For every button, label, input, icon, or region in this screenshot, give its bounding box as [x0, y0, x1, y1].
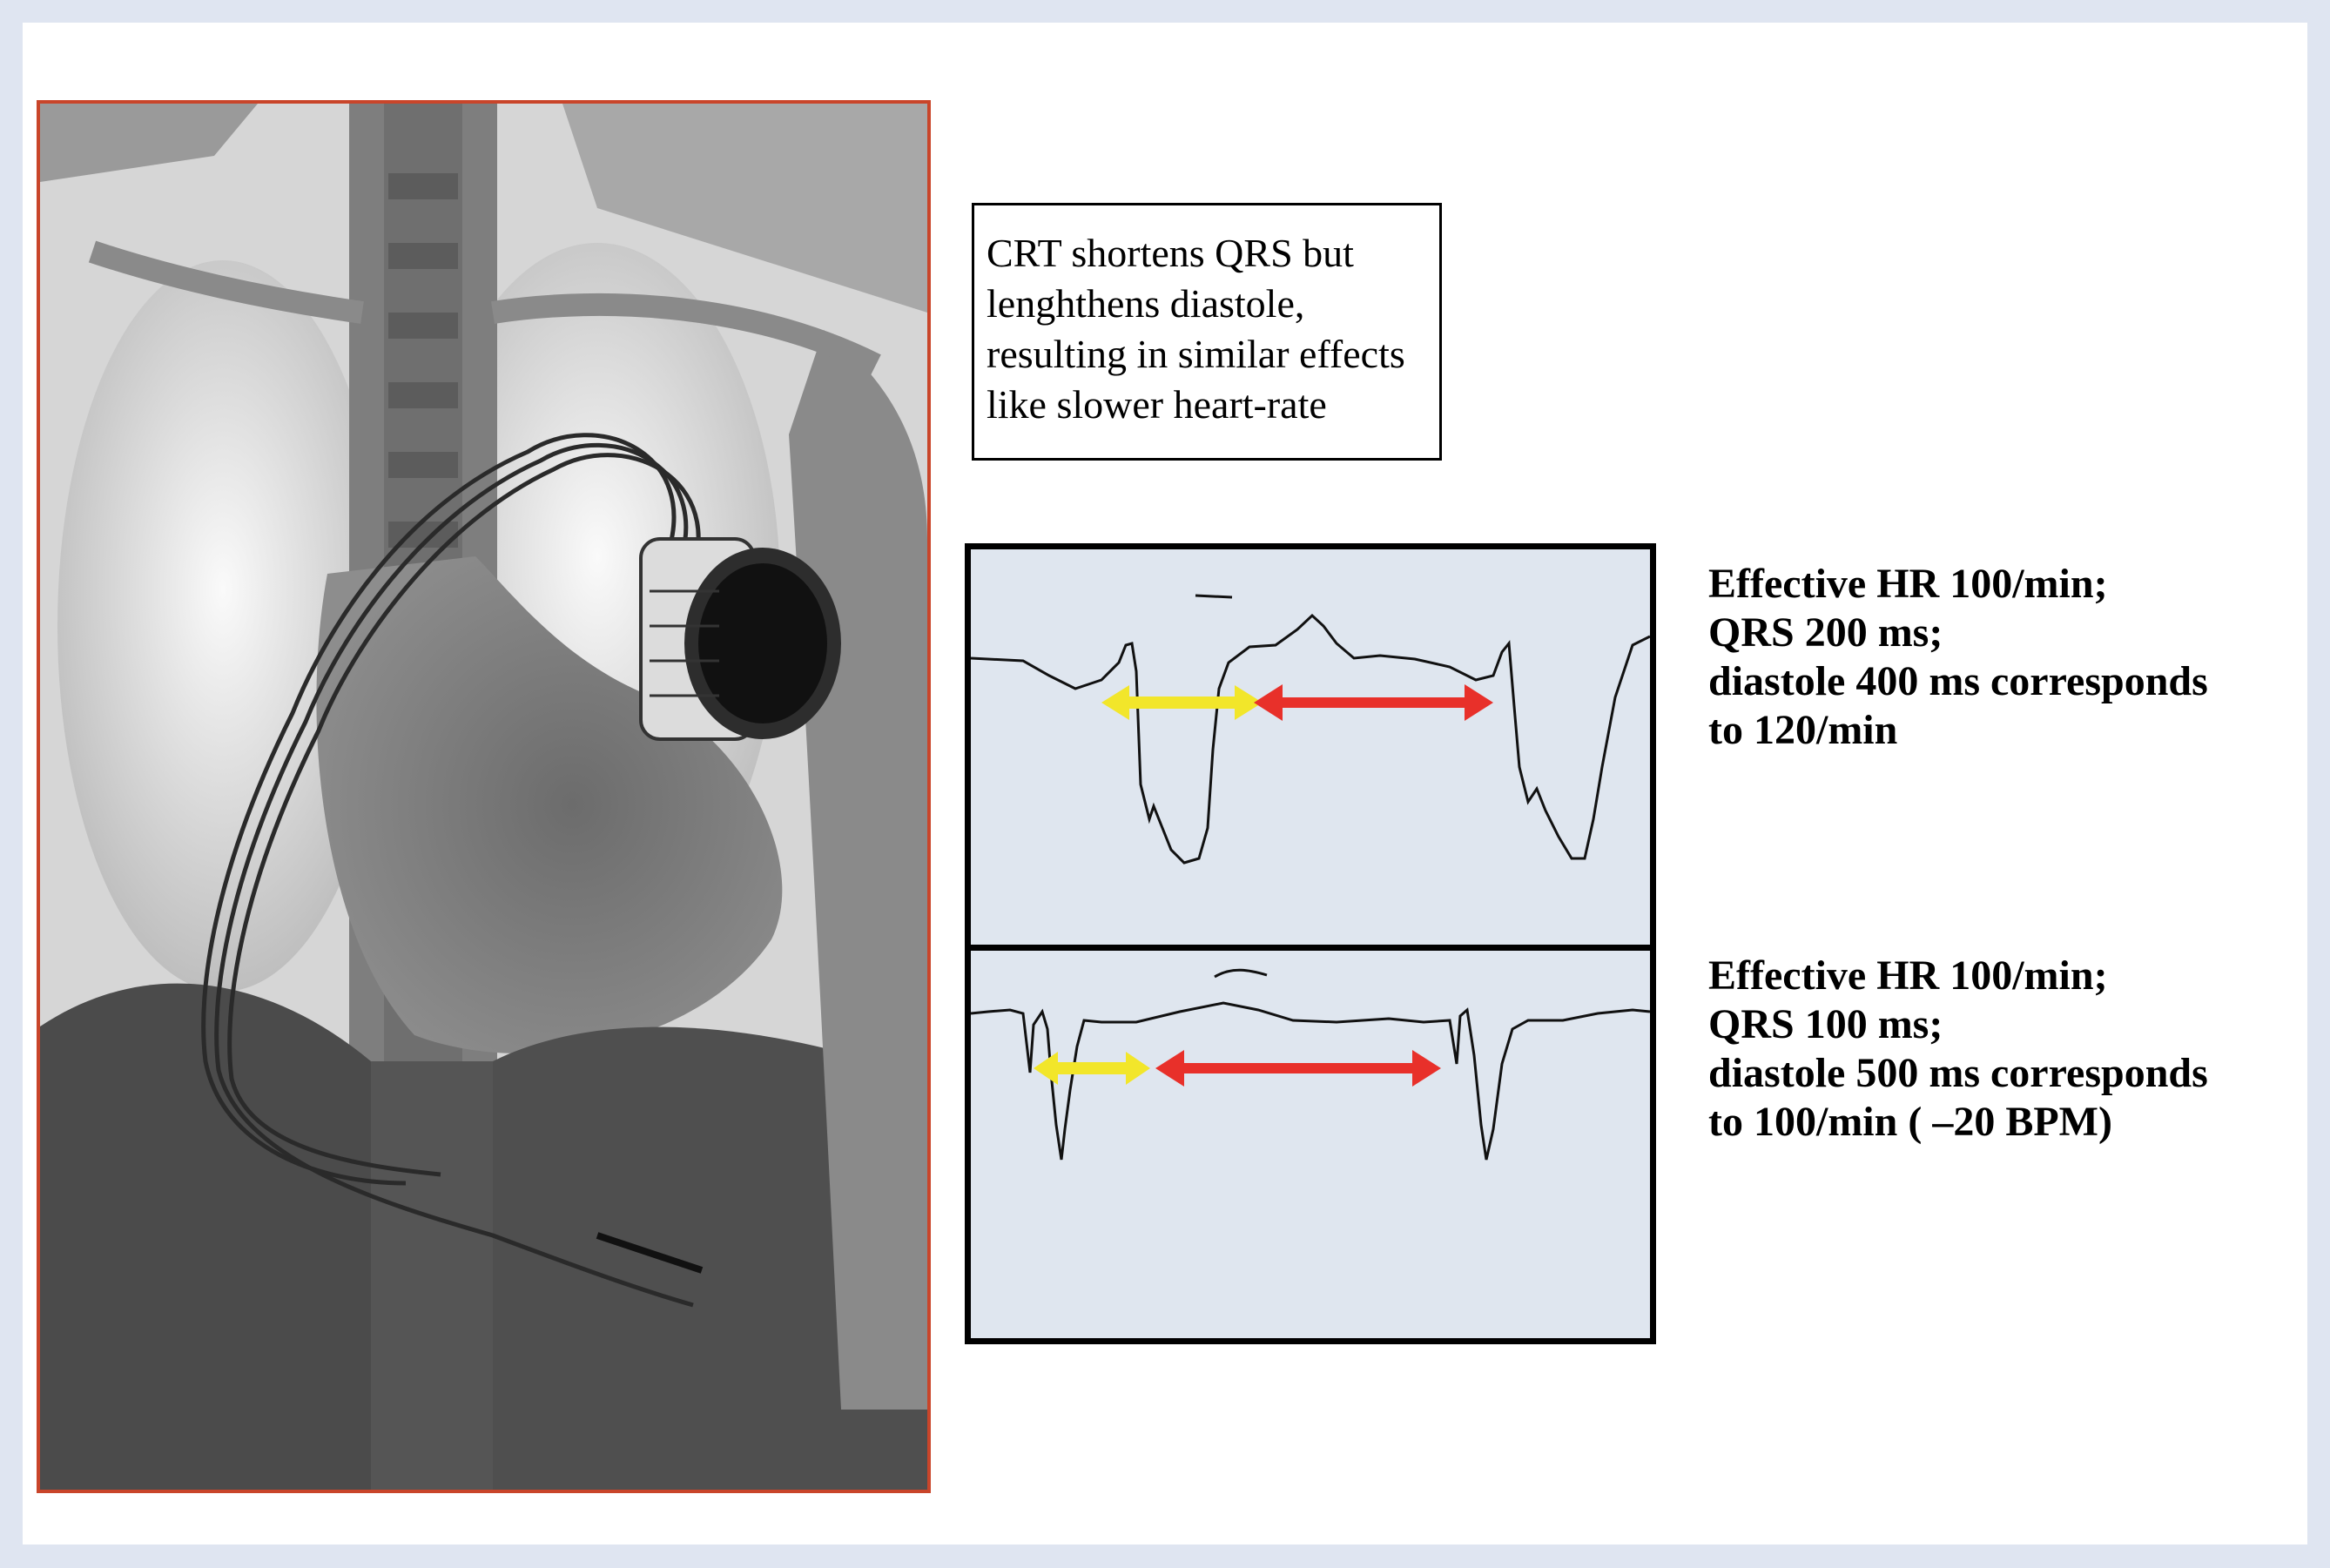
- annotation-line: to 100/min ( –20 BPM): [1708, 1099, 2112, 1145]
- ecg-marker: [1195, 594, 1233, 599]
- annotation-line: Effective HR 100/min;: [1708, 561, 2108, 607]
- callout-line: like slower heart-rate: [987, 382, 1327, 427]
- ecg-waveform: [971, 613, 1650, 865]
- xray-illustration: [40, 104, 927, 1490]
- annotation-line: diastole 400 ms corresponds: [1708, 658, 2208, 704]
- ecg-marker: [1214, 968, 1268, 979]
- callout-line: CRT shortens QRS but: [987, 231, 1354, 275]
- qrs-duration-double-arrow-icon: [1034, 1052, 1150, 1085]
- diastole-duration-double-arrow-icon: [1155, 1050, 1441, 1087]
- ecg-panel-wide-qrs: [965, 543, 1656, 951]
- panel-annotation-narrow-qrs: Effective HR 100/min; QRS 100 ms; diasto…: [1708, 952, 2208, 1147]
- panel-annotation-wide-qrs: Effective HR 100/min; QRS 200 ms; diasto…: [1708, 560, 2208, 755]
- diastole-duration-double-arrow-icon: [1254, 684, 1493, 721]
- annotation-line: diastole 500 ms corresponds: [1708, 1050, 2208, 1096]
- annotation-line: Effective HR 100/min;: [1708, 952, 2108, 999]
- chest-xray-image: [37, 100, 931, 1493]
- crt-device: [639, 537, 841, 741]
- ecg-panel-narrow-qrs: [965, 945, 1656, 1344]
- annotation-line: to 120/min: [1708, 707, 1898, 753]
- ecg-trace-wide-qrs: [971, 594, 1650, 865]
- qrs-duration-double-arrow-icon: [1101, 685, 1263, 720]
- crt-effect-callout: CRT shortens QRS but lenghthens diastole…: [972, 203, 1442, 461]
- ecg-trace-narrow-qrs: [971, 968, 1650, 1161]
- annotation-line: QRS 100 ms;: [1708, 1001, 1943, 1047]
- annotation-line: QRS 200 ms;: [1708, 609, 1943, 656]
- callout-line: resulting in similar effects: [987, 332, 1405, 376]
- callout-line: lenghthens diastole,: [987, 281, 1305, 326]
- ecg-waveform: [971, 1001, 1650, 1161]
